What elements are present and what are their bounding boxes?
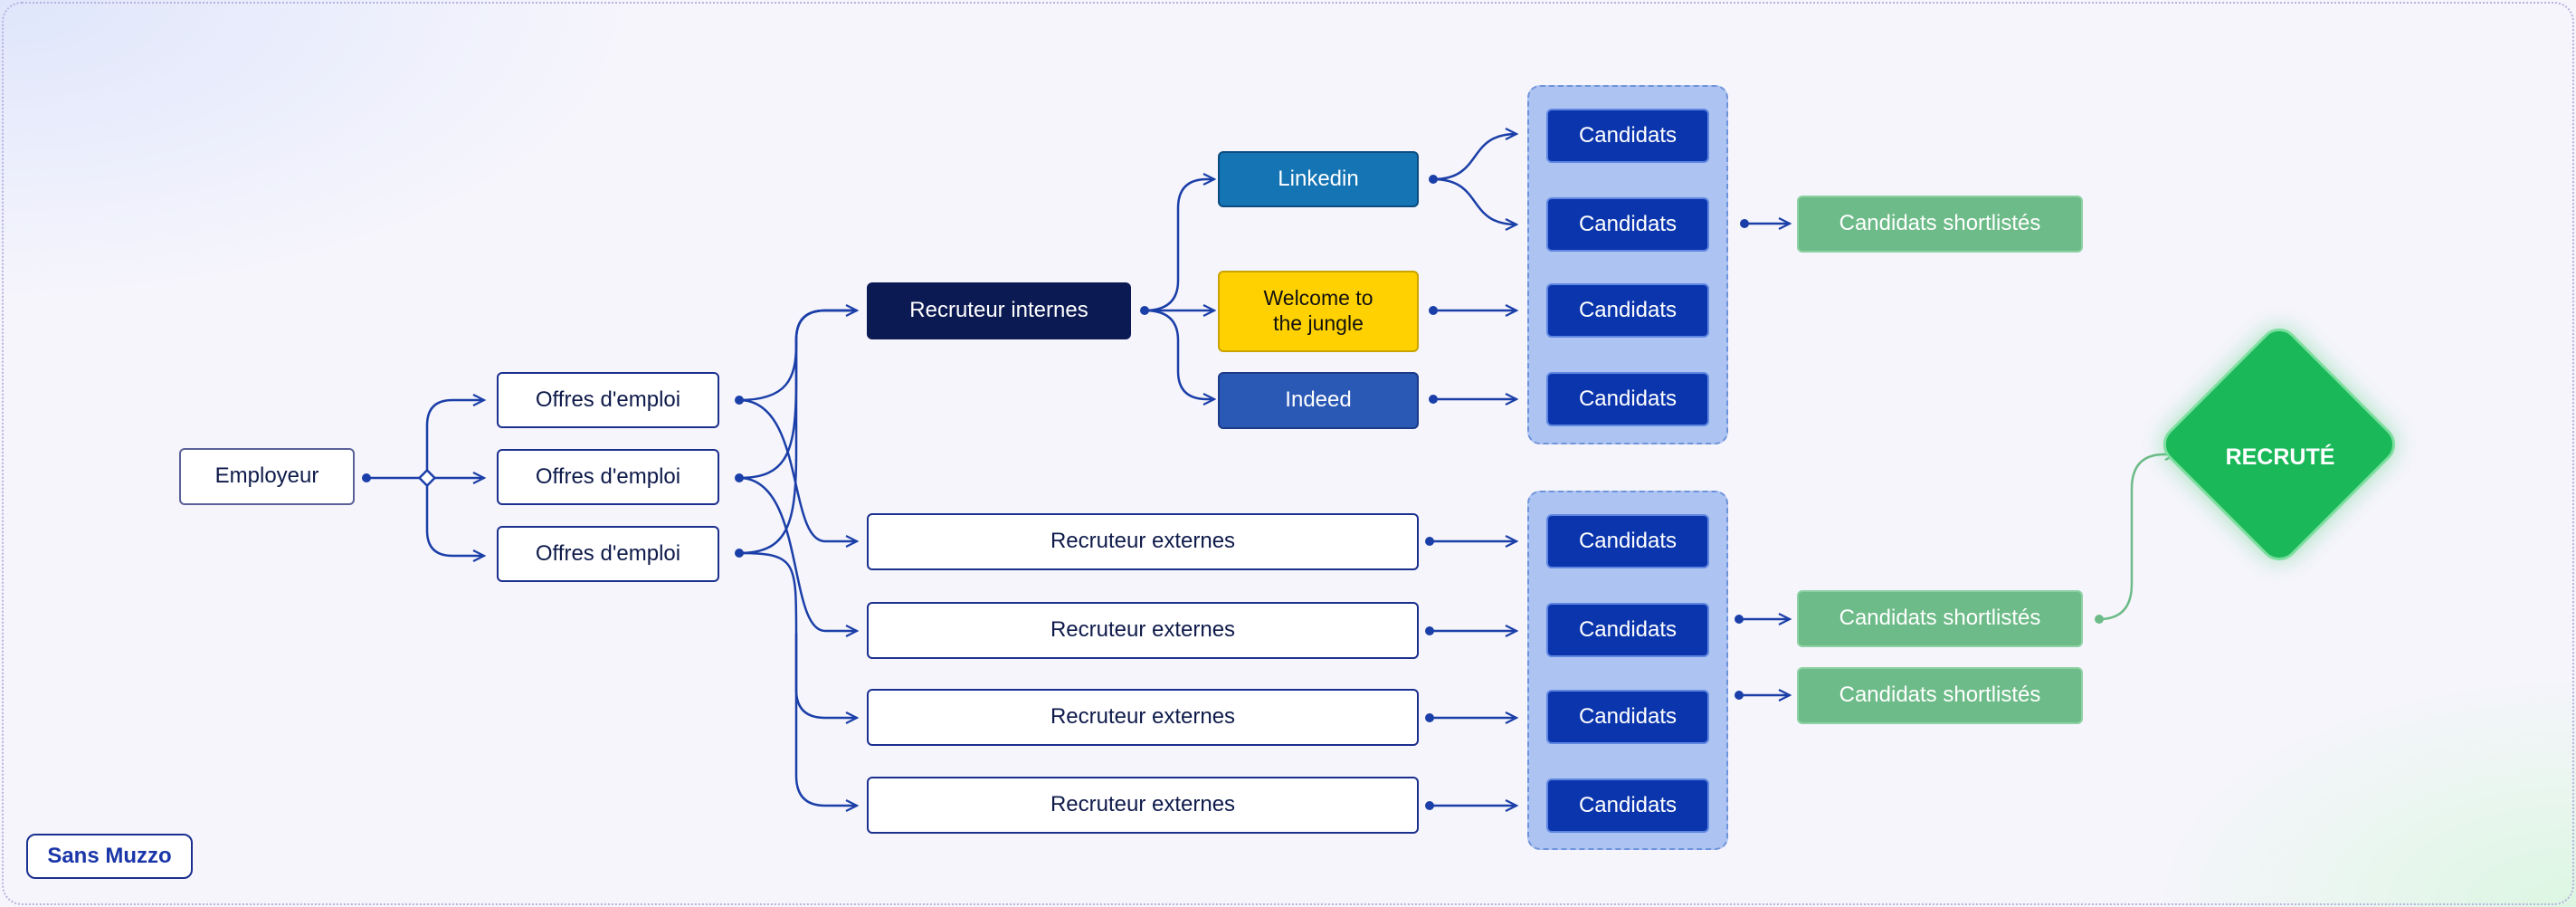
edge-offer1-external1 [738, 398, 857, 541]
candidates-label: Candidats [1578, 297, 1678, 322]
external-recruiter-label: Recruteur externes [1050, 529, 1236, 554]
external-recruiter-node-2[interactable]: Recruteur externes [867, 602, 1419, 659]
dot-employer [362, 473, 371, 482]
edge-linkedin-cand2 [1432, 177, 1516, 224]
candidates-label: Candidats [1578, 386, 1678, 411]
candidates-node-2[interactable]: Candidats [1546, 197, 1709, 252]
candidates-node-8[interactable]: Candidats [1546, 778, 1709, 833]
dot-offer3 [735, 549, 744, 558]
wttj-node[interactable]: Welcome to the jungle [1218, 271, 1419, 352]
edge-employer-offer-1 [425, 400, 484, 478]
dot-ext4 [1425, 801, 1434, 810]
indeed-label: Indeed [1285, 387, 1352, 413]
offer-label: Offres d'emploi [535, 463, 681, 489]
recrute-label: RECRUTÉ [2225, 444, 2335, 470]
external-recruiter-node-1[interactable]: Recruteur externes [867, 513, 1419, 570]
dot-group2b [1735, 691, 1744, 700]
candidates-label: Candidats [1578, 792, 1678, 817]
shortlist-label: Candidats shortlistés [1839, 211, 2041, 236]
edge-employer-offer-3 [425, 478, 484, 556]
edge-offer3-internal [738, 309, 857, 555]
wttj-label: Welcome to the jungle [1263, 286, 1374, 335]
dot-ext1 [1425, 537, 1434, 546]
dot-shortlist2 [2095, 615, 2104, 624]
candidates-label: Candidats [1578, 703, 1678, 729]
offer-node-3[interactable]: Offres d'emploi [497, 526, 719, 582]
candidates-node-5[interactable]: Candidats [1546, 514, 1709, 568]
candidates-node-7[interactable]: Candidats [1546, 690, 1709, 744]
external-recruiter-node-3[interactable]: Recruteur externes [867, 689, 1419, 746]
dot-group1 [1740, 219, 1749, 228]
shortlist-node-1[interactable]: Candidats shortlistés [1797, 196, 2083, 253]
shortlist-node-2[interactable]: Candidats shortlistés [1797, 590, 2083, 647]
employer-label: Employeur [214, 463, 319, 489]
offer-node-1[interactable]: Offres d'emploi [497, 372, 719, 428]
dot-linkedin [1429, 175, 1438, 184]
edge-offer3-external3 [738, 551, 857, 718]
linkedin-label: Linkedin [1278, 166, 1359, 191]
external-recruiter-label: Recruteur externes [1050, 704, 1236, 730]
candidates-node-6[interactable]: Candidats [1546, 603, 1709, 657]
dot-ext2 [1425, 626, 1434, 635]
external-recruiter-label: Recruteur externes [1050, 617, 1236, 643]
dot-group2a [1735, 615, 1744, 624]
dot-offer1 [735, 396, 744, 405]
edge-offer3-external4 [794, 634, 857, 806]
edge-offer2-internal [738, 309, 857, 480]
dot-offer2 [735, 473, 744, 482]
linkedin-node[interactable]: Linkedin [1218, 151, 1419, 207]
internal-recruiter-label: Recruteur internes [909, 298, 1088, 323]
edge-internal-linkedin [1144, 179, 1214, 312]
shortlist-node-3[interactable]: Candidats shortlistés [1797, 667, 2083, 724]
edge-shortlist-recrute [2098, 454, 2176, 621]
offer-label: Offres d'emploi [535, 387, 681, 412]
dot-wttj [1429, 306, 1438, 315]
internal-recruiter-node[interactable]: Recruteur internes [867, 282, 1131, 339]
candidates-node-3[interactable]: Candidats [1546, 283, 1709, 338]
candidates-label: Candidats [1578, 211, 1678, 236]
dot-indeed [1429, 395, 1438, 404]
edge-linkedin-cand1 [1432, 134, 1516, 181]
brand-badge[interactable]: Sans Muzzo [26, 834, 193, 879]
brand-label: Sans Muzzo [47, 844, 172, 868]
external-recruiter-label: Recruteur externes [1050, 792, 1236, 817]
shortlist-label: Candidats shortlistés [1839, 606, 2041, 631]
offer-node-2[interactable]: Offres d'emploi [497, 449, 719, 505]
candidates-node-1[interactable]: Candidats [1546, 109, 1709, 163]
candidates-label: Candidats [1578, 122, 1678, 148]
external-recruiter-node-4[interactable]: Recruteur externes [867, 777, 1419, 834]
edge-internal-indeed [1144, 309, 1214, 399]
candidates-node-4[interactable]: Candidats [1546, 372, 1709, 426]
employer-node[interactable]: Employeur [179, 448, 355, 505]
dot-ext3 [1425, 713, 1434, 722]
edge-offer2-external2 [738, 476, 857, 631]
candidates-label: Candidats [1578, 616, 1678, 642]
dot-internal [1140, 306, 1149, 315]
indeed-node[interactable]: Indeed [1218, 372, 1419, 429]
offer-label: Offres d'emploi [535, 540, 681, 566]
candidates-label: Candidats [1578, 528, 1678, 553]
shortlist-label: Candidats shortlistés [1839, 683, 2041, 708]
junction-diamond [417, 468, 437, 488]
